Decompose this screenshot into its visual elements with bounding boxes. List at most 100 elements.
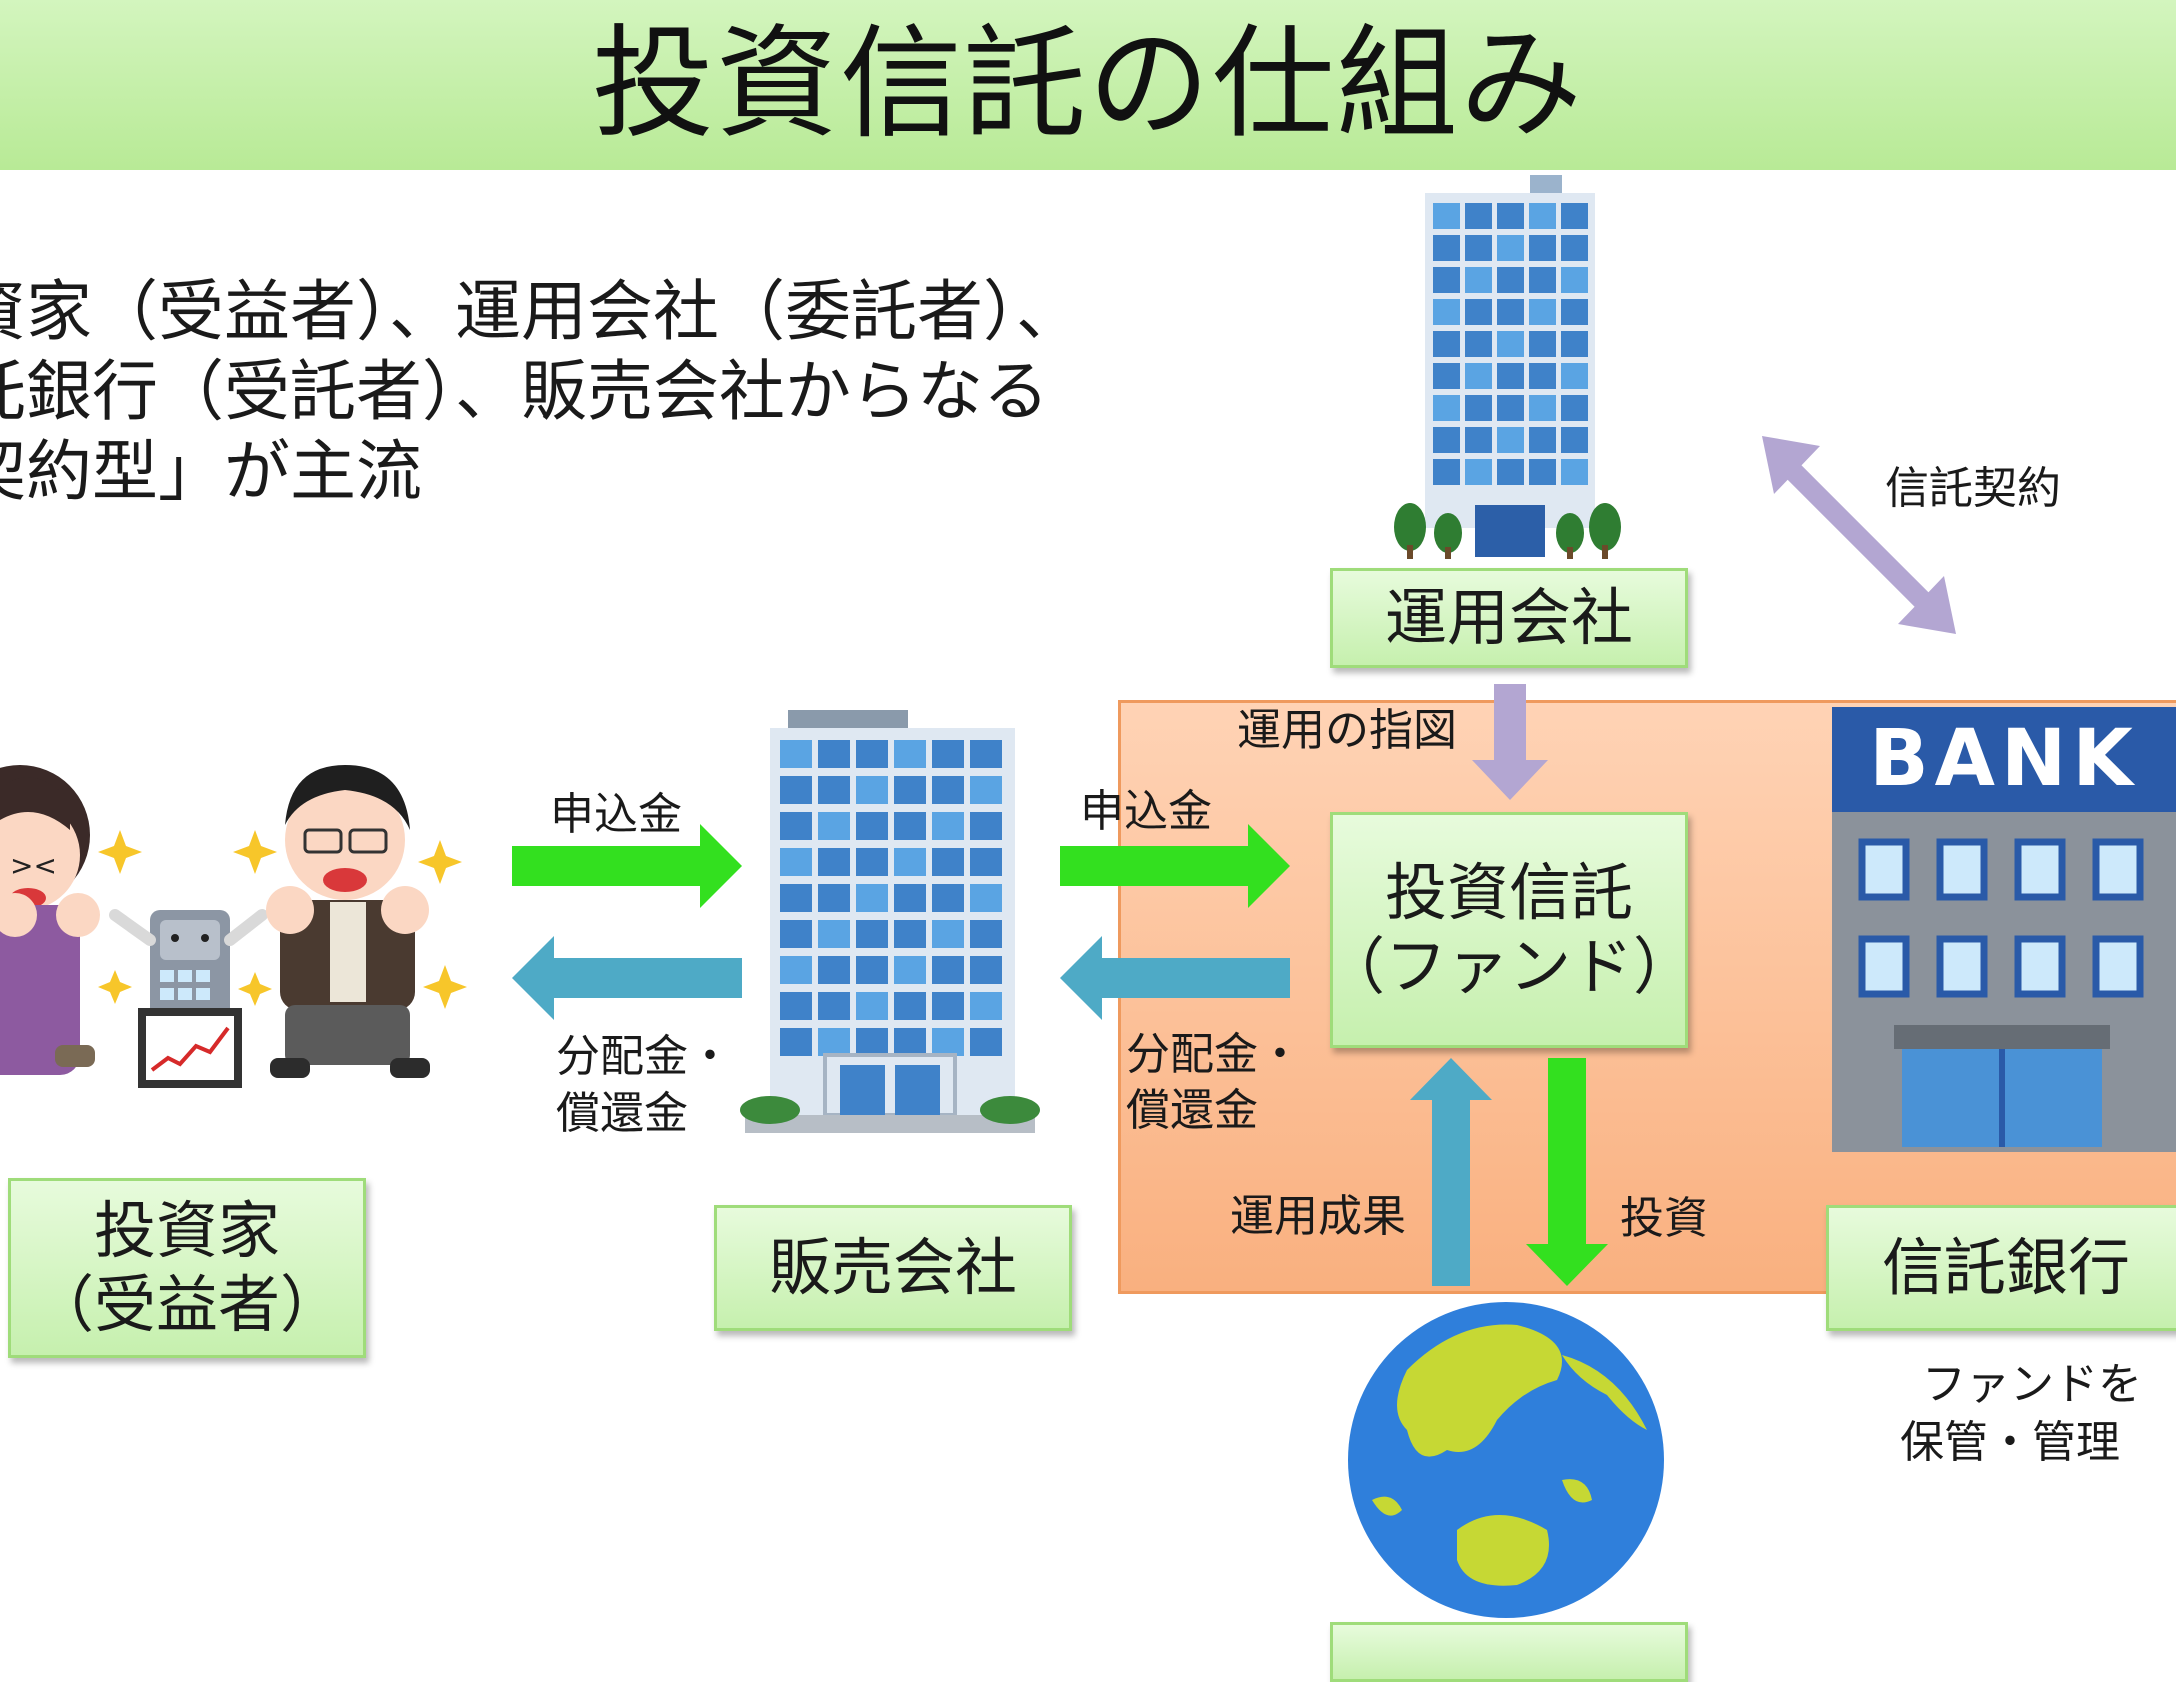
building-window	[1497, 299, 1524, 325]
investor-label-line2: （受益者）	[31, 1268, 342, 1341]
arrow-instruction	[1472, 684, 1548, 800]
building-window	[1529, 203, 1556, 229]
building-window	[1529, 427, 1556, 453]
building-window	[1465, 395, 1492, 421]
arrow-trust-contract	[1762, 436, 1956, 634]
building-window	[932, 956, 964, 984]
building-window	[1497, 203, 1524, 229]
building-window	[1497, 427, 1524, 453]
manager-label: 運用会社	[1384, 581, 1633, 654]
title-bar	[0, 0, 2176, 170]
building-window	[1529, 299, 1556, 325]
building-window	[818, 1028, 850, 1056]
building-window	[894, 776, 926, 804]
manager-building-illustration	[1394, 175, 1621, 559]
building-window	[894, 848, 926, 876]
building-window	[932, 848, 964, 876]
building-window	[780, 992, 812, 1020]
building-window	[1465, 299, 1492, 325]
building-window	[1465, 267, 1492, 293]
building-window	[780, 740, 812, 768]
building-window	[1561, 203, 1588, 229]
sparkles	[98, 830, 467, 1009]
building-window	[932, 740, 964, 768]
label-application-1: 申込金	[550, 789, 682, 840]
building-window	[894, 992, 926, 1020]
building-window	[1529, 267, 1556, 293]
building-window	[780, 776, 812, 804]
building-window	[1497, 395, 1524, 421]
building-window	[780, 1028, 812, 1056]
building-window	[1561, 427, 1588, 453]
building-window	[932, 920, 964, 948]
distributor-label-box: 販売会社	[714, 1205, 1072, 1331]
arrow-distribution-2	[1060, 936, 1290, 1020]
market-label-box	[1330, 1622, 1688, 1682]
building-window	[970, 848, 1002, 876]
globe-illustration	[1348, 1302, 1664, 1618]
building-window	[856, 1028, 888, 1056]
building-window	[818, 776, 850, 804]
building-window	[818, 812, 850, 840]
building-window	[1433, 331, 1460, 357]
investor-label-box: 投資家 （受益者）	[8, 1178, 366, 1358]
building-window	[1497, 235, 1524, 261]
building-window	[932, 776, 964, 804]
building-window	[818, 992, 850, 1020]
intro-line-1: 資家（受益者）、運用会社（委託者）、	[0, 273, 1082, 350]
intro-line-3: 契約型」が主流	[0, 433, 422, 510]
building-window	[856, 956, 888, 984]
building-window	[970, 776, 1002, 804]
building-window	[1465, 235, 1492, 261]
building-window	[1561, 331, 1588, 357]
label-distribution-2-line2: 償還金	[1126, 1085, 1258, 1136]
building-window	[1465, 459, 1492, 485]
building-window	[1433, 203, 1460, 229]
building-window	[1561, 395, 1588, 421]
building-window	[818, 884, 850, 912]
building-window	[1497, 459, 1524, 485]
building-window	[970, 920, 1002, 948]
computer-robot	[109, 909, 268, 1088]
building-window	[970, 884, 1002, 912]
building-window	[780, 920, 812, 948]
building-window	[856, 848, 888, 876]
building-window	[818, 848, 850, 876]
building-window	[1529, 331, 1556, 357]
building-window	[780, 848, 812, 876]
trust-bank-note-line2: 保管・管理	[1900, 1417, 2120, 1468]
building-window	[1433, 395, 1460, 421]
building-window	[970, 812, 1002, 840]
building-window	[1465, 203, 1492, 229]
building-window	[856, 776, 888, 804]
distributor-building-illustration	[740, 710, 1040, 1133]
building-window	[1529, 235, 1556, 261]
building-window	[1561, 267, 1588, 293]
building-window	[1433, 235, 1460, 261]
building-window	[856, 740, 888, 768]
label-investment: 投資	[1620, 1193, 1708, 1244]
building-window	[818, 740, 850, 768]
intro-line-2: 託銀行（受託者）、販売会社からなる	[0, 353, 1049, 430]
building-window	[1529, 459, 1556, 485]
building-window	[1433, 267, 1460, 293]
page-title: 投資信託の仕組み	[592, 13, 1584, 155]
fund-label-line1: 投資信託	[1384, 856, 1633, 929]
label-application-2: 申込金	[1080, 786, 1212, 837]
building-window	[970, 1028, 1002, 1056]
building-window	[970, 992, 1002, 1020]
investors-illustration: ><	[0, 765, 467, 1088]
building-window	[1561, 363, 1588, 389]
building-window	[932, 992, 964, 1020]
label-distribution-1-line2: 償還金	[556, 1088, 688, 1139]
building-window	[780, 956, 812, 984]
bank-sign-text: BANK	[1869, 714, 2139, 804]
building-window	[1465, 363, 1492, 389]
building-window	[818, 920, 850, 948]
manager-label-box: 運用会社	[1330, 568, 1688, 668]
label-distribution-2-line1: 分配金・	[1126, 1029, 1302, 1080]
building-window	[894, 920, 926, 948]
label-instruction: 運用の指図	[1237, 705, 1457, 756]
building-window	[856, 992, 888, 1020]
man-figure	[266, 765, 430, 1078]
